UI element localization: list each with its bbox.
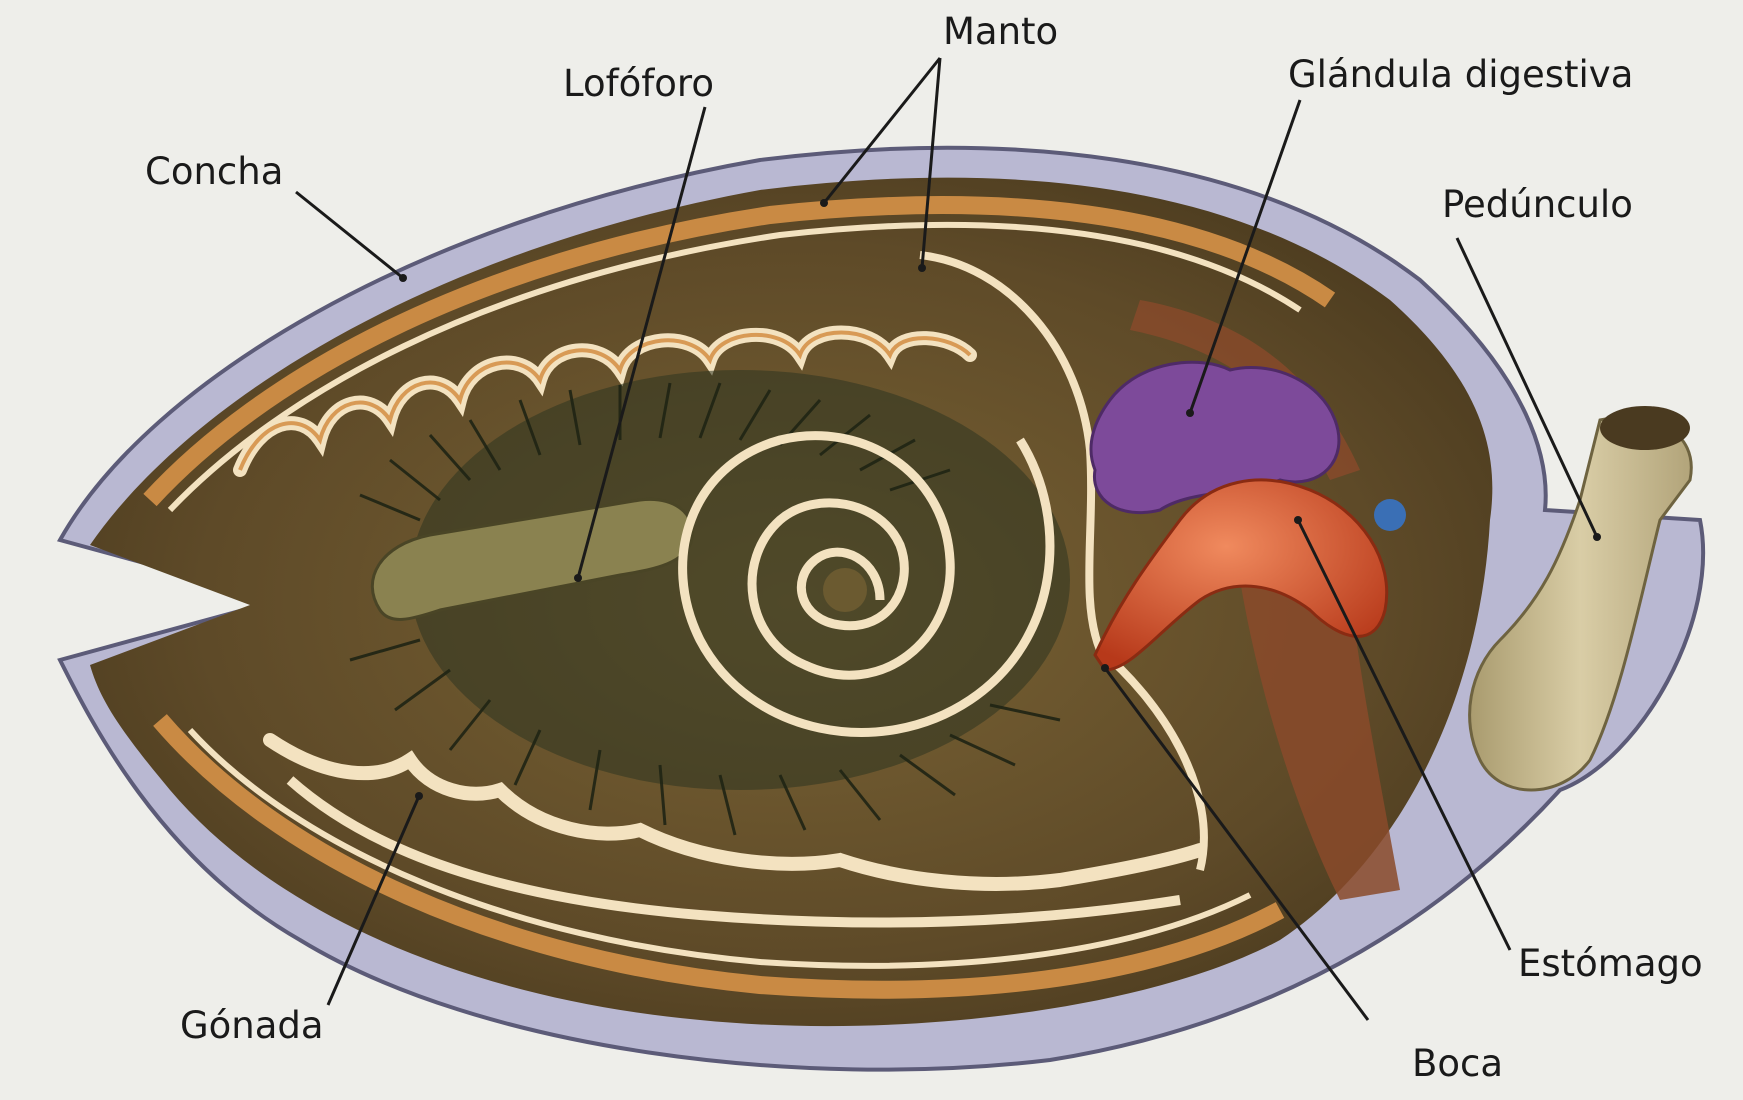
label-peduncul: Pedúnculo bbox=[1442, 186, 1633, 223]
leader-concha bbox=[296, 192, 403, 278]
label-gonada: Gónada bbox=[180, 1007, 324, 1044]
peduncle-opening bbox=[1600, 406, 1690, 450]
label-boca: Boca bbox=[1412, 1045, 1503, 1082]
spiral-center bbox=[823, 568, 867, 612]
small-organ bbox=[1374, 499, 1406, 531]
label-manto: Manto bbox=[943, 13, 1058, 50]
label-concha: Concha bbox=[145, 153, 283, 190]
label-lofoforo: Lofóforo bbox=[563, 65, 714, 102]
label-estomago: Estómago bbox=[1518, 945, 1703, 982]
label-glandula-digestiva: Glándula digestiva bbox=[1288, 56, 1633, 93]
